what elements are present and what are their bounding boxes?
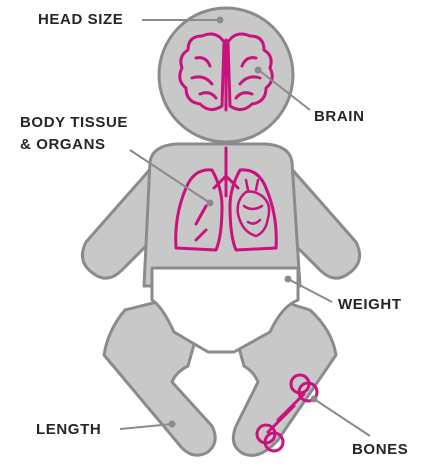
body-tissue-line2: & ORGANS bbox=[20, 134, 128, 156]
head-size-dot bbox=[217, 17, 224, 24]
body-tissue-line1: BODY TISSUE bbox=[20, 112, 128, 134]
body-tissue-label: BODY TISSUE & ORGANS bbox=[20, 112, 128, 156]
brain-dot bbox=[255, 67, 262, 74]
bones-dot bbox=[311, 396, 318, 403]
length-label: LENGTH bbox=[36, 419, 101, 441]
bones-leader bbox=[314, 399, 370, 436]
weight-label: WEIGHT bbox=[338, 294, 402, 316]
length-dot bbox=[169, 421, 176, 428]
tissue-dot bbox=[207, 200, 214, 207]
head-size-label: HEAD SIZE bbox=[38, 9, 123, 31]
brain-label: BRAIN bbox=[314, 106, 365, 128]
bones-label: BONES bbox=[352, 439, 408, 461]
weight-dot bbox=[285, 276, 292, 283]
